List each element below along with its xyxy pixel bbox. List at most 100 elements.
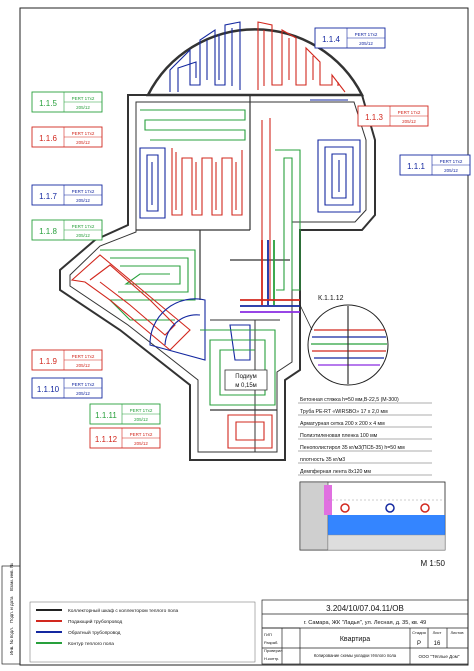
loop-id-label: 1.1.1	[407, 162, 425, 171]
loop-1-1-3-pipes	[257, 21, 346, 93]
loop-length-label: 205/12	[76, 233, 90, 238]
loop-length-label: 205/12	[76, 140, 90, 145]
legend-label: Контур теплого пола	[68, 641, 114, 647]
callout-loop-1-1-9: 1.1.9 PERT 17x2 205/12	[31, 349, 103, 371]
sheet-number: 16	[434, 641, 441, 647]
callout-loop-1-1-10: 1.1.10 PERT 17x2 205/12	[31, 377, 103, 399]
callout-loop-1-1-1: 1.1.1 PERT 17x2 205/12	[399, 154, 471, 176]
side-stamp-label: Взам. инв. №	[9, 563, 14, 591]
detail-marker-label: К.1.1.12	[318, 295, 344, 302]
side-stamp-label: Подп. и дата	[9, 596, 14, 623]
loop-id-label: 1.1.3	[365, 113, 383, 122]
loop-1-1-4-pipes	[169, 21, 241, 92]
loop-id-label: 1.1.6	[39, 134, 57, 143]
loop-length-label: 205/12	[444, 168, 458, 173]
loop-pipe-label: PERT 17x2	[72, 96, 95, 101]
loop-id-label: 1.1.7	[39, 192, 57, 201]
loop-1-1-12-pipes	[227, 414, 273, 449]
loop-id-label: 1.1.8	[39, 227, 57, 236]
loop-id-label: 1.1.9	[39, 357, 57, 366]
manifold-detail-pipes	[311, 306, 387, 384]
drawing-name: Копирование схемы укладки тёплого пола	[314, 653, 397, 658]
loop-pipe-label: PERT 17x2	[130, 408, 153, 413]
loop-pipe-label: PERT 17x2	[72, 189, 95, 194]
callout-loop-1-1-6: 1.1.6 PERT 17x2 205/12	[31, 126, 103, 148]
loop-1-1-11-pipes	[200, 329, 276, 406]
loop-pipe-label: PERT 17x2	[72, 131, 95, 136]
loop-1-1-5-pipes	[140, 109, 246, 141]
signature-role: ГИП	[264, 632, 272, 637]
sheet-name: Квартира	[340, 636, 370, 643]
callout-loop-1-1-11: 1.1.11 PERT 17x2 205/12	[89, 403, 161, 425]
sheet-border	[19, 7, 469, 666]
legend-label: Подающий трубопровод	[68, 618, 122, 625]
podium-height: м 0,15м	[235, 383, 257, 389]
sheet-header: Лист	[433, 630, 442, 635]
callout-loop-1-1-3: 1.1.3 PERT 17x2 205/12	[357, 105, 429, 127]
loop-pipe-label: PERT 17x2	[72, 354, 95, 359]
callout-loop-1-1-7: 1.1.7 PERT 17x2 205/12	[31, 184, 103, 206]
side-stamp-label: Инв. № подл.	[9, 627, 14, 655]
podium-box	[224, 369, 268, 391]
loop-id-label: 1.1.12	[95, 435, 118, 444]
loop-pipe-label: PERT 17x2	[72, 382, 95, 387]
loop-pipe-label: PERT 17x2	[72, 224, 95, 229]
loop-length-label: 205/12	[76, 363, 90, 368]
loop-1-1-9-pipes	[70, 254, 191, 351]
loop-1-1-7-pipes	[139, 147, 166, 219]
loop-length-label: 205/12	[76, 105, 90, 110]
section-layer-label: Бетонная стяжка h=50 мм,В-22,5 (М-300)	[300, 397, 399, 403]
section-layer-label: Труба PE-RT «WIRSBO» 17 x 2,0 мм	[300, 409, 388, 415]
signature-role: Проверил	[264, 648, 283, 653]
sheets-header: Листов	[451, 630, 464, 635]
signature-role: Разраб.	[264, 640, 278, 645]
stage-header: Стадия	[412, 630, 426, 635]
section-layer-label: Арматурная сетка 200 x 200 x 4 мм	[300, 421, 385, 427]
legend-items: Коллекторный шкаф с коллектором теплого …	[36, 607, 179, 647]
loop-length-label: 205/12	[76, 391, 90, 396]
section-layer-label: Полиэтиленовая пленка 100 мм	[300, 433, 378, 439]
section-layer-callouts: Бетонная стяжка h=50 мм,В-22,5 (М-300) Тр…	[298, 397, 432, 476]
detail-leader	[299, 304, 313, 331]
heating-loops	[70, 21, 361, 449]
loop-pipe-label: PERT 17x2	[398, 110, 421, 115]
callout-loop-1-1-4: 1.1.4 PERT 17x2 205/12	[314, 27, 386, 49]
signature-role: Н.контр.	[264, 656, 279, 661]
legend-label: Коллекторный шкаф с коллектором теплого …	[68, 607, 179, 614]
loop-1-1-8-pipes	[100, 249, 196, 321]
building-walls	[59, 28, 376, 461]
loop-1-1-6-pipes	[171, 118, 271, 300]
loop-length-label: 205/12	[134, 441, 148, 446]
loop-length-label: 205/12	[76, 198, 90, 203]
loop-pipe-label: PERT 17x2	[355, 32, 378, 37]
callout-loop-1-1-8: 1.1.8 PERT 17x2 205/12	[31, 219, 103, 241]
section-layer-label: Демпферная лента 8x120 мм	[300, 469, 371, 475]
loop-pipe-label: PERT 17x2	[440, 159, 463, 164]
loop-id-label: 1.1.11	[95, 411, 117, 420]
supply-return-risers	[240, 240, 300, 313]
stage-value: Р	[417, 641, 421, 647]
section-layer-label: плотность 35 кг/м3	[300, 457, 345, 463]
project-address: г. Самара, ЖК "Ладья", ул. Лесная, д. 35…	[304, 620, 426, 626]
loop-id-label: 1.1.4	[322, 35, 340, 44]
loop-length-label: 205/12	[402, 119, 416, 124]
loop-1-1-green-corridor-pipes	[275, 149, 301, 291]
floor-section-detail	[299, 481, 446, 551]
side-stamp-box	[1, 565, 21, 665]
scale-label: М 1:50	[421, 559, 446, 568]
loop-length-label: 205/12	[134, 417, 148, 422]
loop-1-1-10-pipes	[149, 298, 251, 361]
title-block	[261, 599, 469, 665]
legend	[29, 601, 256, 663]
side-stamp-labels: Инв. № подл. Подп. и дата Взам. инв. №	[9, 563, 14, 655]
loop-id-label: 1.1.10	[37, 385, 60, 394]
company-name: ООО "Тёплые Дом"	[419, 654, 460, 659]
section-layer-label: Пенополистирол 35 кг/м3(ПСБ-35) h=50 мм	[300, 445, 405, 451]
doc-code: 3.204/10/07.04.11/ОВ	[326, 604, 404, 613]
title-block-text: 3.204/10/07.04.11/ОВ г. Самара, ЖК "Ладья…	[264, 604, 464, 661]
loop-length-label: 205/12	[359, 41, 373, 46]
